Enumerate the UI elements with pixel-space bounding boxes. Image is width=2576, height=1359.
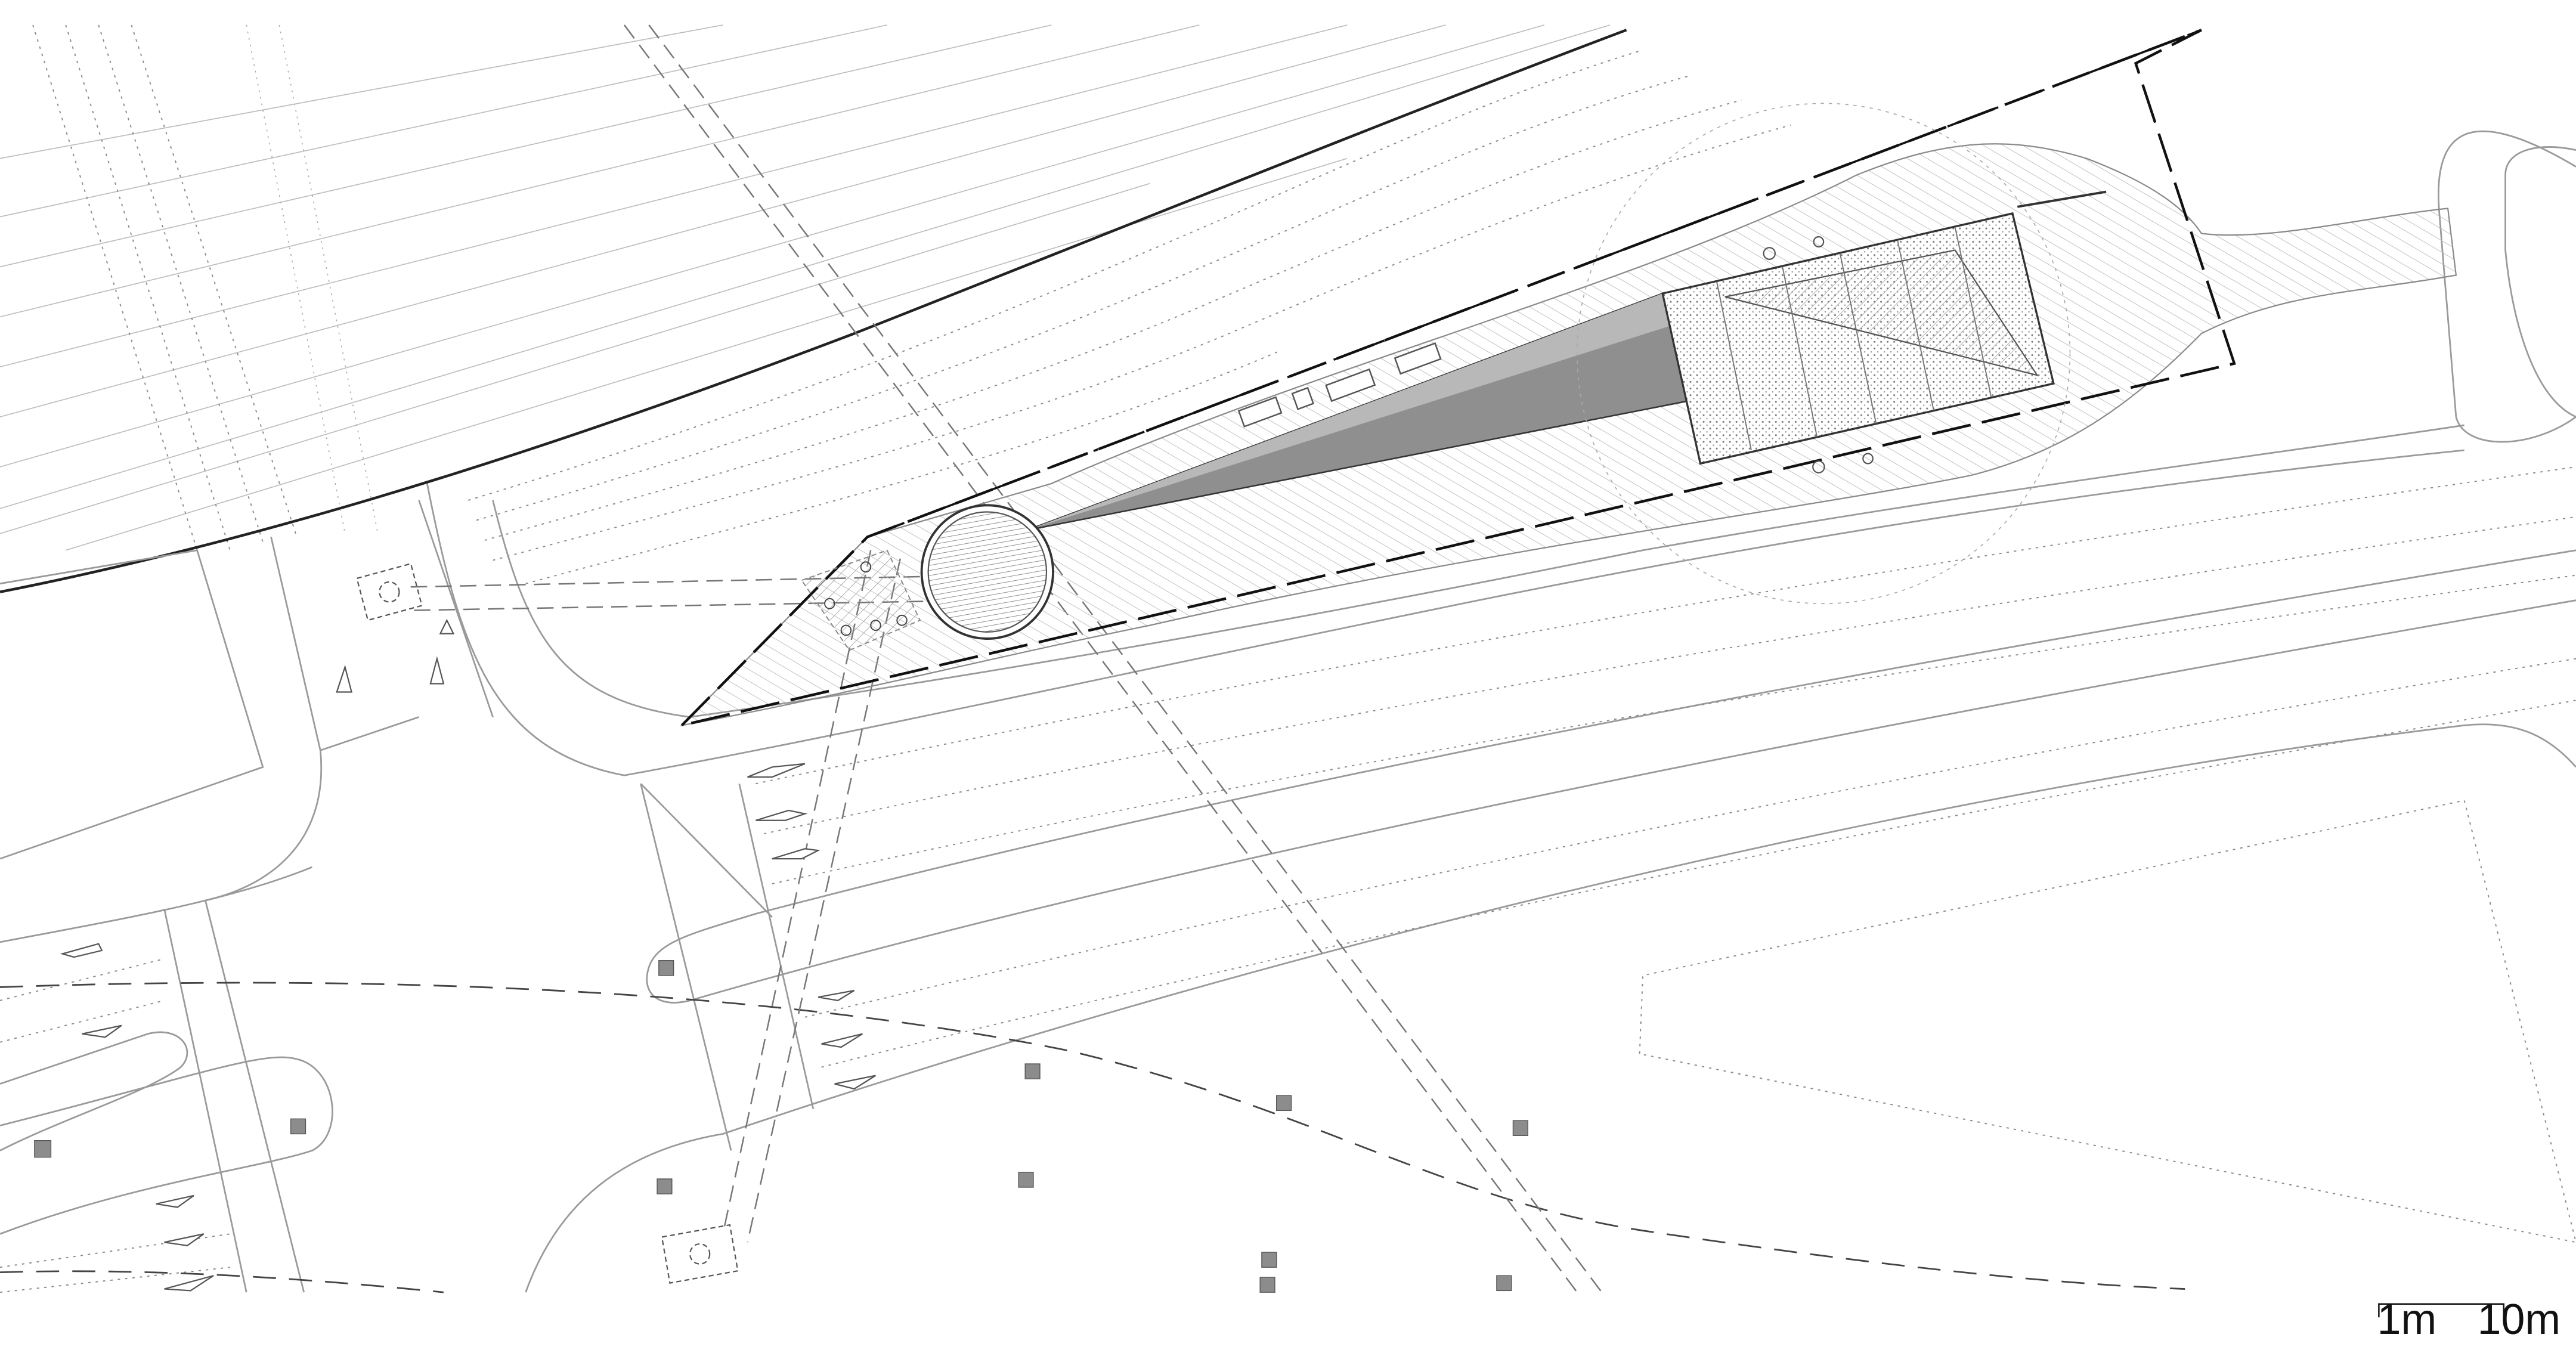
scale-bar-label-left: 1m: [2377, 1296, 2437, 1344]
site-boundary-line: [0, 29, 1627, 593]
road-arrows: [60, 618, 877, 1292]
ramp-wedge-highlight: [1026, 293, 1673, 531]
pavilion-building: [1577, 103, 2107, 605]
scale-bar-label-right: 10m: [2478, 1296, 2560, 1344]
road-left: [0, 500, 494, 943]
boundary-north-edge: [867, 29, 2202, 538]
dashed-alignment-lines: [0, 982, 2185, 1293]
benches: [1237, 342, 1442, 428]
bollards: [34, 959, 1528, 1293]
light-fixtures: [1763, 236, 1874, 473]
axis-lines: [410, 24, 1603, 1293]
tree-patch: [800, 549, 921, 651]
contour-lines-upper: [32, 24, 1791, 584]
plaza-hatched-area: [680, 143, 2457, 727]
survey-markers: [356, 562, 739, 1284]
scale-bar: 1m 10m: [2377, 1296, 2560, 1344]
round-tower: [920, 504, 1054, 640]
road-edges: [0, 130, 2576, 1293]
